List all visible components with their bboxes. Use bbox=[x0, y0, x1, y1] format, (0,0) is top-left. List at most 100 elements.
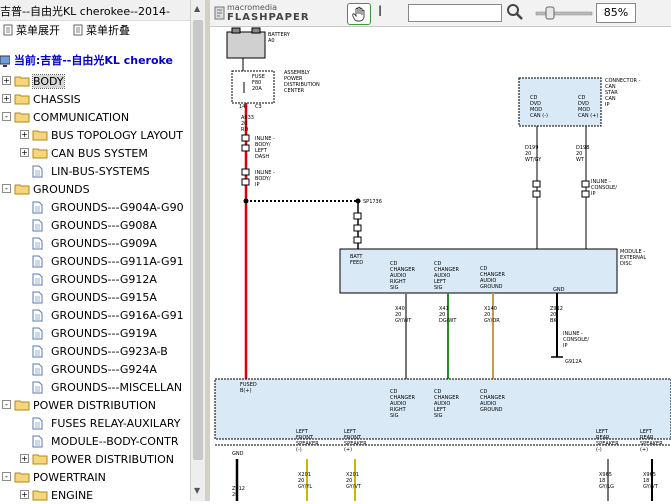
hand-tool-button[interactable] bbox=[347, 3, 371, 25]
expand-icon[interactable]: + bbox=[20, 490, 29, 499]
text-select-tool-button[interactable]: I bbox=[378, 4, 382, 20]
tree-item[interactable]: - POWER DISTRIBUTION bbox=[0, 396, 190, 414]
tree-item[interactable]: +CAN BUS SYSTEM bbox=[0, 144, 190, 162]
tree-item[interactable]: +POWER DISTRIBUTION bbox=[0, 450, 190, 468]
tree-item[interactable]: +BODY bbox=[0, 72, 190, 90]
folder-icon bbox=[14, 400, 30, 411]
tree-item[interactable]: GROUNDS---G924A bbox=[0, 360, 190, 378]
collapse-icon[interactable]: - bbox=[2, 400, 11, 409]
scroll-down-icon[interactable]: ▼ bbox=[194, 486, 201, 495]
splice-label: SP1736 bbox=[363, 199, 382, 205]
collapse-icon[interactable]: - bbox=[2, 112, 11, 121]
tree-item[interactable]: +ENGINE bbox=[0, 486, 190, 501]
pdc-conn: C3 bbox=[255, 104, 262, 110]
logo-macromedia: macromedia bbox=[227, 3, 278, 12]
expand-icon[interactable]: + bbox=[2, 76, 11, 85]
tree-item[interactable]: GROUNDS---G916A-G91 bbox=[0, 306, 190, 324]
scrollbar-thumb[interactable] bbox=[193, 20, 203, 460]
navigation-panel: 吉普--自由光KL cherokee--2014- 菜单展开 菜单折叠 当前:吉… bbox=[0, 0, 205, 501]
document-icon bbox=[32, 219, 43, 232]
tree-item-label: COMMUNICATION bbox=[33, 110, 130, 124]
tree-item[interactable]: GROUNDS---G912A bbox=[0, 270, 190, 288]
hand-icon bbox=[352, 6, 365, 22]
expand-icon[interactable]: + bbox=[20, 148, 29, 157]
logo-flashpaper: FLASHPAPER bbox=[227, 12, 310, 23]
scroll-up-icon[interactable]: ▲ bbox=[194, 4, 201, 13]
tree-item[interactable]: -POWERTRAIN bbox=[0, 468, 190, 486]
tree-item[interactable]: GROUNDS---G909A bbox=[0, 234, 190, 252]
tree-item[interactable]: GROUNDS---G908A bbox=[0, 216, 190, 234]
collapse-icon[interactable]: - bbox=[2, 184, 11, 193]
folder-icon bbox=[32, 490, 48, 501]
tree-item[interactable]: -GROUNDS bbox=[0, 180, 190, 198]
tree-item-label: GROUNDS---MISCELLAN bbox=[51, 380, 183, 394]
tree-item[interactable]: GROUNDS---G919A bbox=[0, 324, 190, 342]
tree-item-label: POWER DISTRIBUTION bbox=[33, 398, 157, 412]
tree-item[interactable]: GROUNDS---G911A-G91 bbox=[0, 252, 190, 270]
document-icon bbox=[32, 309, 43, 322]
window-title-bar: 吉普--自由光KL cherokee--2014- bbox=[0, 0, 190, 21]
tree-item-label: GROUNDS---G909A bbox=[51, 236, 157, 250]
module-box bbox=[339, 248, 618, 294]
panel-splitter[interactable] bbox=[205, 0, 210, 501]
tree-item[interactable]: +CHASSIS bbox=[0, 90, 190, 108]
battery-icon bbox=[226, 27, 266, 71]
search-icon[interactable] bbox=[506, 3, 524, 21]
viewer-toolbar: macromedia FLASHPAPER I 85% bbox=[210, 0, 671, 27]
zoom-slider[interactable] bbox=[532, 6, 596, 20]
collapse-icon[interactable]: - bbox=[2, 472, 11, 481]
expand-icon[interactable]: + bbox=[20, 454, 29, 463]
zoom-slider-handle[interactable] bbox=[545, 6, 555, 20]
tree-item[interactable]: MODULE--BODY-CONTR bbox=[0, 432, 190, 450]
tree-item[interactable]: - COMMUNICATION bbox=[0, 108, 190, 126]
tree-item-label: GROUNDS---G912A bbox=[51, 272, 157, 286]
folder-icon bbox=[14, 112, 30, 123]
folder-icon bbox=[14, 76, 30, 87]
tree-item[interactable]: FUSES RELAY-AUXILARY bbox=[0, 414, 190, 432]
document-icon bbox=[32, 255, 43, 268]
pdc-box bbox=[231, 70, 275, 104]
tree-item[interactable]: +BUS TOPOLOGY LAYOUT bbox=[0, 126, 190, 144]
expand-icon[interactable]: + bbox=[20, 130, 29, 139]
tree-item[interactable]: GROUNDS---MISCELLAN bbox=[0, 378, 190, 396]
menu-collapse-label: 菜单折叠 bbox=[86, 24, 130, 37]
gnd2-label: GND bbox=[232, 451, 244, 457]
tree-item-label: MODULE--BODY-CONTR bbox=[51, 434, 179, 448]
tree-item[interactable]: GROUNDS---G915A bbox=[0, 288, 190, 306]
tree-item-label: GROUNDS---G924A bbox=[51, 362, 157, 376]
search-input[interactable] bbox=[408, 4, 502, 22]
tree-item-label: GROUNDS---G916A-G91 bbox=[51, 308, 184, 322]
monitor-icon bbox=[0, 55, 11, 67]
menu-expand-button[interactable]: 菜单展开 bbox=[2, 22, 60, 38]
folder-icon bbox=[14, 472, 30, 483]
current-path: 当前:吉普--自由光KL cheroke bbox=[0, 52, 190, 70]
document-icon bbox=[32, 291, 43, 304]
tree-item[interactable]: GROUNDS---G923A-B bbox=[0, 342, 190, 360]
menu-collapse-button[interactable]: 菜单折叠 bbox=[72, 22, 130, 38]
expand-icon[interactable]: + bbox=[2, 94, 11, 103]
tree-item[interactable]: LIN-BUS-SYSTEMS bbox=[0, 162, 190, 180]
flashpaper-logo-icon bbox=[214, 6, 225, 20]
tree-view: +BODY+CHASSIS - COMMUNICATION +BUS TOPOLOGY… bbox=[0, 72, 190, 501]
tree-item-label: GROUNDS---G911A-G91 bbox=[51, 254, 184, 268]
tree-scrollbar[interactable]: ▲ ▼ bbox=[190, 0, 206, 501]
zoom-level[interactable]: 85% bbox=[596, 3, 636, 23]
tree-item[interactable]: GROUNDS---G904A-G90 bbox=[0, 198, 190, 216]
